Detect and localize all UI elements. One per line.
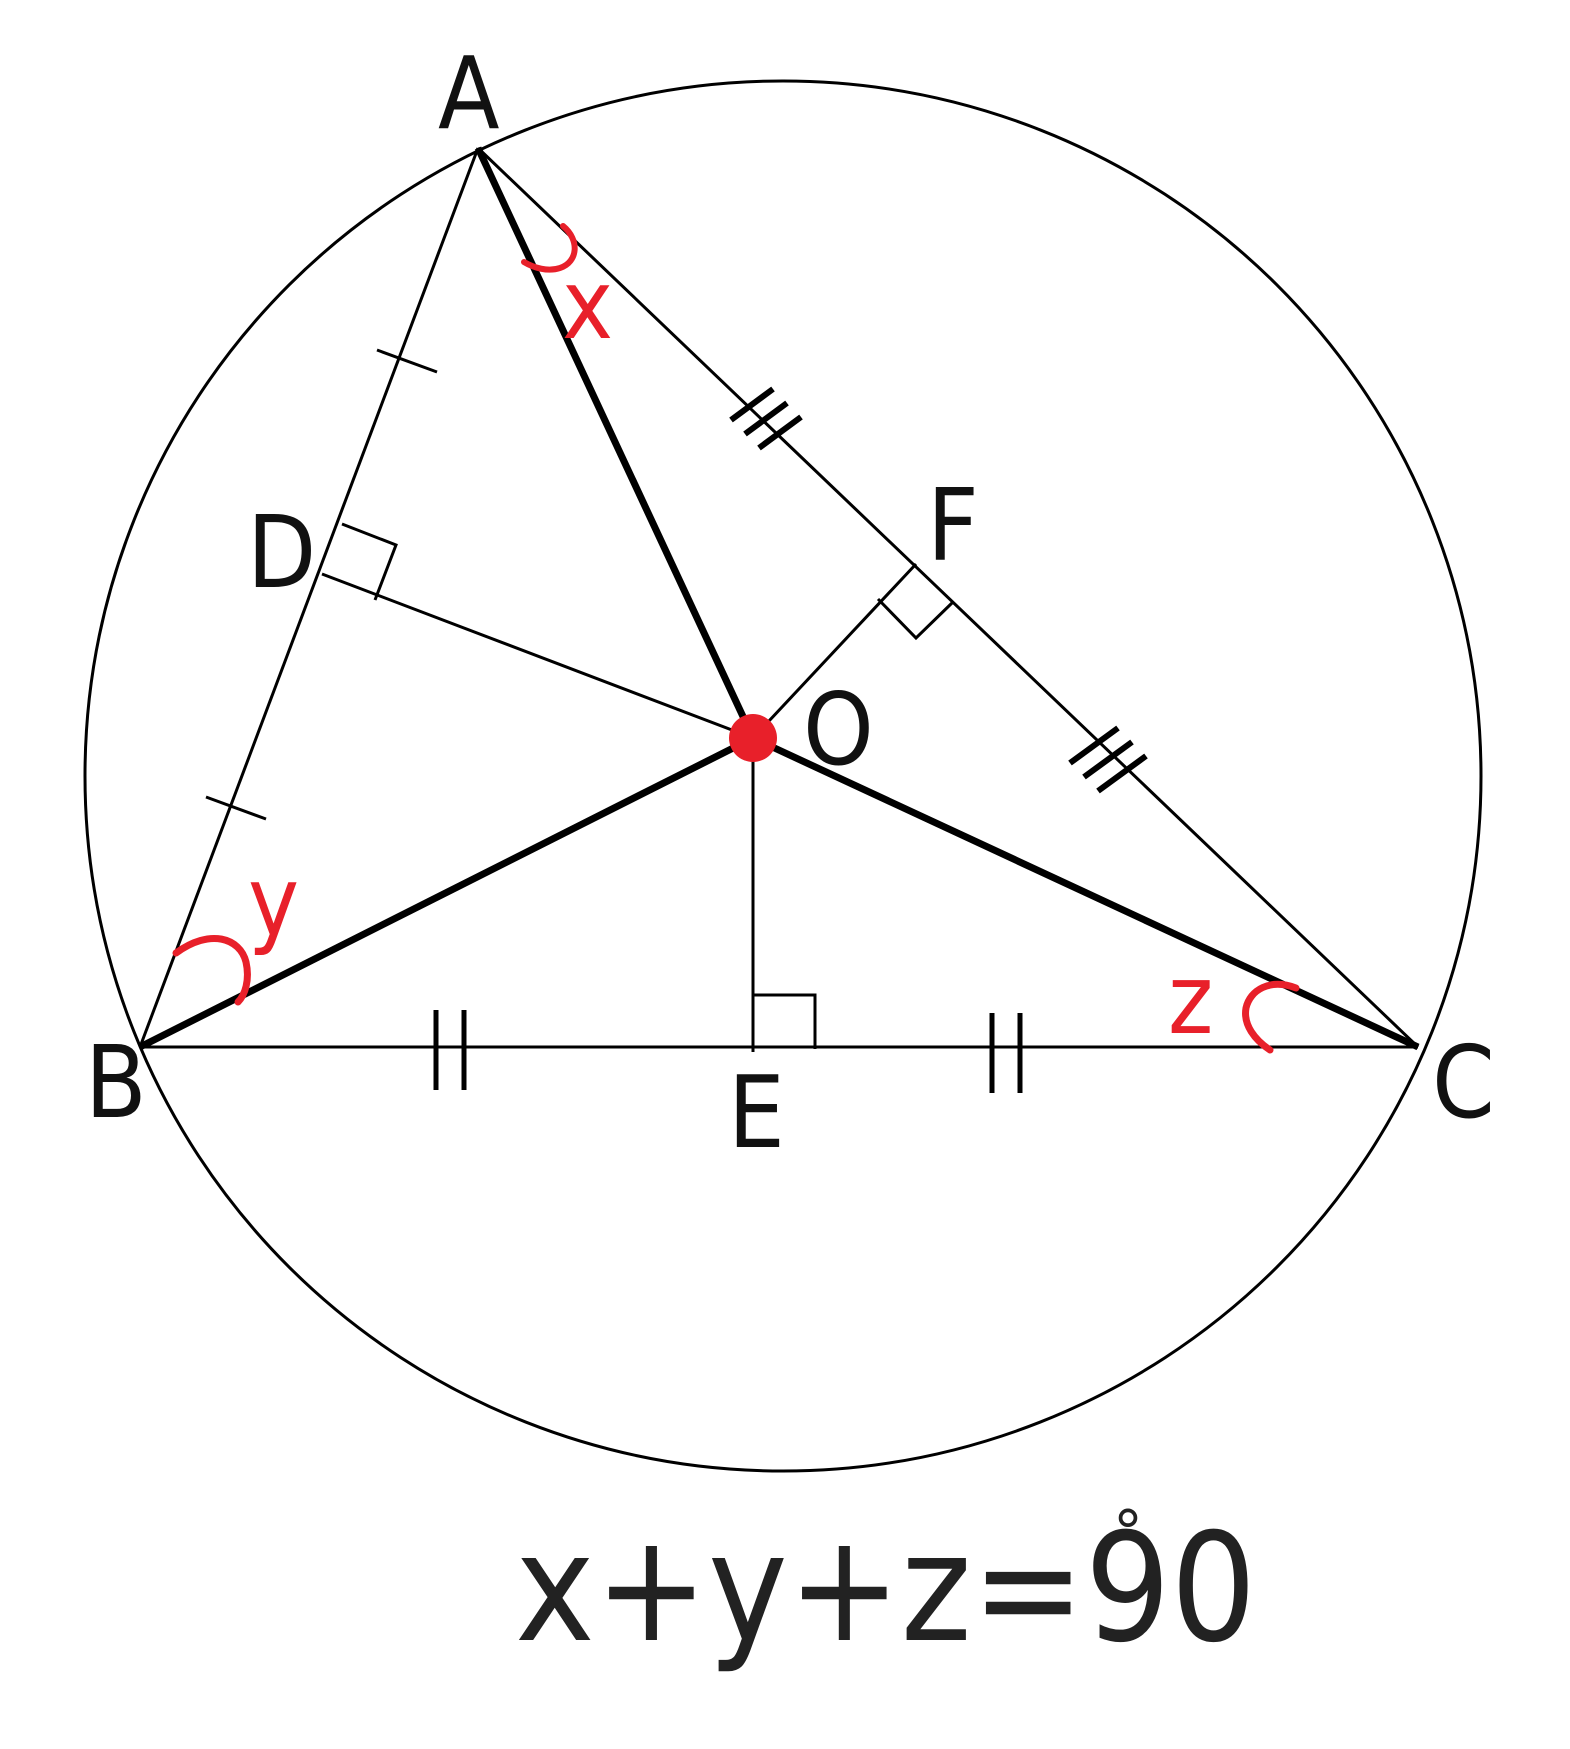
tick-ab-upper [376,348,438,374]
label-d: D [247,494,316,611]
tick-ac-lower-3 [1096,753,1148,794]
radius-oc [751,734,1420,1051]
label-a: A [438,35,500,152]
formula-degree-symbol: ° [1113,1498,1143,1568]
tick-ac-upper-2 [743,400,789,437]
label-o: O [803,671,874,788]
radius-oa [474,146,757,740]
tick-ac-upper-1 [729,386,775,423]
label-c: C [1432,1024,1495,1141]
right-angle-mark-d [341,522,398,601]
tick-ab-lower [205,795,267,821]
circumcircle [83,79,1483,1473]
formula-text: x+y+z=90 [515,1502,1256,1676]
segment-of [751,562,918,740]
label-f: F [927,467,979,584]
angle-label-x: x [562,249,613,361]
label-e: E [728,1054,785,1171]
angle-arc-x [521,223,578,273]
angle-arc-y [172,934,251,1006]
tick-ac-upper-3 [757,414,803,451]
segment-od [321,572,754,740]
angle-arc-z [1242,980,1300,1054]
tick-ac-lower-2 [1082,739,1134,780]
tick-ac-lower-1 [1068,725,1120,766]
circumcenter-dot [729,714,777,762]
angle-label-y: y [248,846,299,958]
angle-label-z: z [1168,944,1213,1056]
side-ab [138,147,480,1048]
side-ac [476,146,1420,1049]
right-angle-mark-e [753,993,817,1049]
right-angle-mark-f [876,597,955,641]
radius-ob [138,734,755,1051]
label-b: B [85,1024,147,1141]
